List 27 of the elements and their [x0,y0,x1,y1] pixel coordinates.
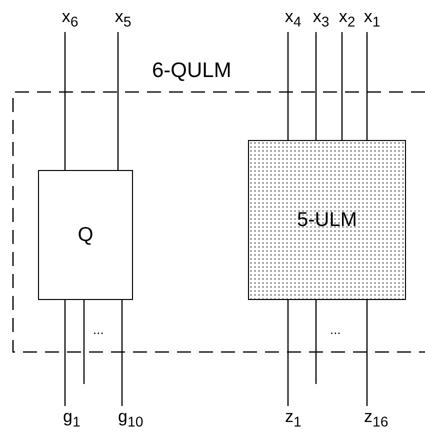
module-block: 5-ULM [248,140,406,300]
signal-label: g$_{10}$ [118,406,150,432]
signal-line [315,32,317,140]
signal-label: x$_{2}$ [334,6,360,32]
signal-line [117,32,119,170]
signal-line [64,300,66,406]
ellipsis-label: ... [330,321,341,339]
signal-label: x$_{1}$ [359,6,385,32]
signal-line [83,300,85,384]
signal-label: z$_{16}$ [364,406,396,432]
module-block: Q [38,170,133,300]
signal-line [121,300,123,406]
signal-label: x$_{3}$ [308,6,334,32]
signal-line [366,32,368,140]
ellipsis-label: ... [93,321,104,339]
group-title: 6-QULM [152,59,232,83]
signal-label: z$_{1}$ [285,406,309,432]
signal-line [287,32,289,140]
signal-label: x$_{5}$ [110,6,136,32]
signal-line [64,32,66,170]
signal-line [341,32,343,140]
signal-label: g$_{1}$ [63,406,89,432]
signal-line [315,300,317,384]
signal-label: x$_{6}$ [57,6,83,32]
signal-line [366,300,368,406]
signal-label: x$_{4}$ [280,6,306,32]
signal-line [287,300,289,406]
